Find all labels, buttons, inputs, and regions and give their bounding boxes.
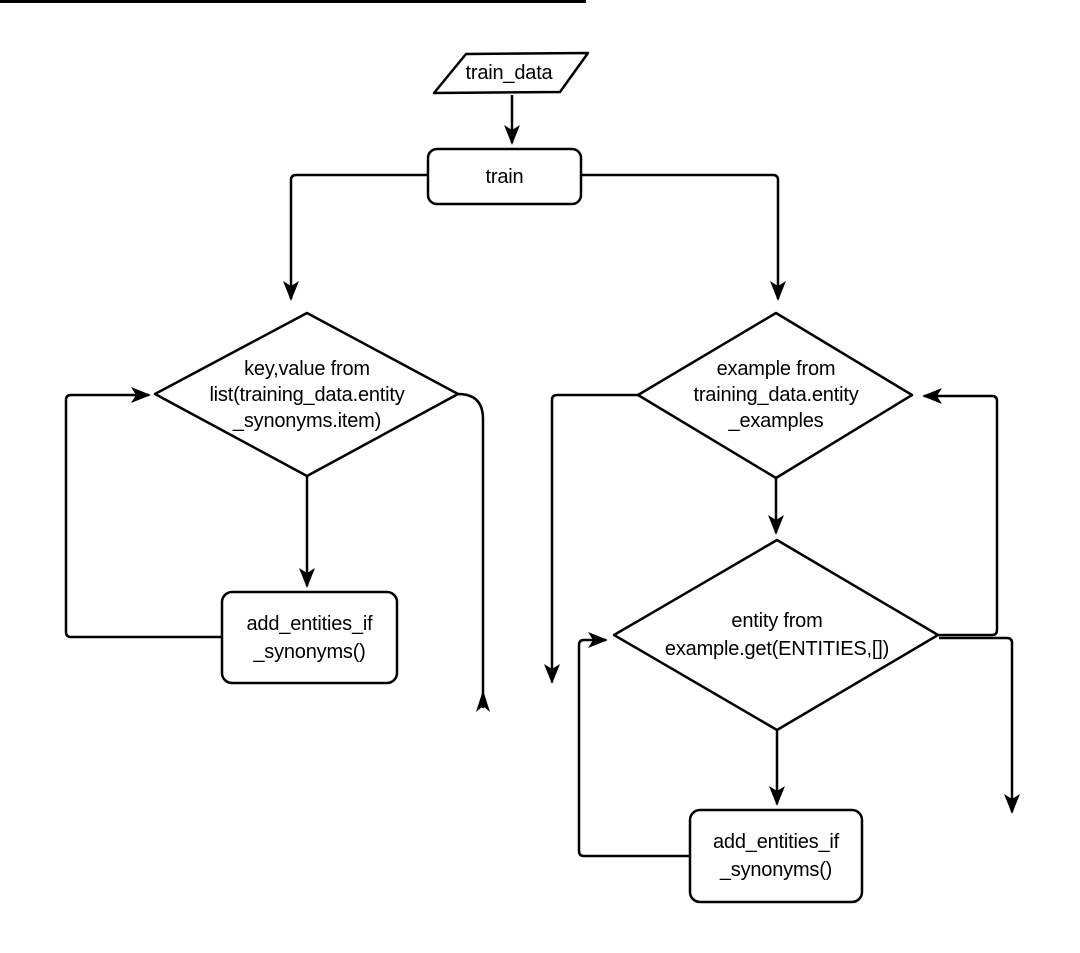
node-for-examples-diamond xyxy=(636,311,914,480)
edge-for-examples-exit-down xyxy=(544,393,638,684)
node-for-synonyms-diamond xyxy=(153,311,460,478)
edge-loopback-for-entities-to-for-examples xyxy=(922,388,999,637)
node-add-entities-left-rect xyxy=(220,590,399,685)
node-for-entities-diamond xyxy=(612,538,940,732)
edge-loopback-add-entities-right-to-for-entities xyxy=(577,632,690,858)
node-add-entities-right-rect xyxy=(688,808,864,904)
edge-train-to-for-synonyms xyxy=(283,173,428,301)
open-up-arrowhead xyxy=(476,690,490,712)
node-train-data-parallelogram xyxy=(432,51,590,95)
edge-loopback-add-entities-left-to-for-synonyms xyxy=(64,387,222,639)
edge-for-entities-exit-down xyxy=(939,636,1020,814)
edge-train-to-for-examples xyxy=(581,173,786,301)
edge-for-synonyms-exit-line xyxy=(457,392,485,708)
node-train-rect xyxy=(426,147,583,206)
top-border-line xyxy=(0,0,586,3)
